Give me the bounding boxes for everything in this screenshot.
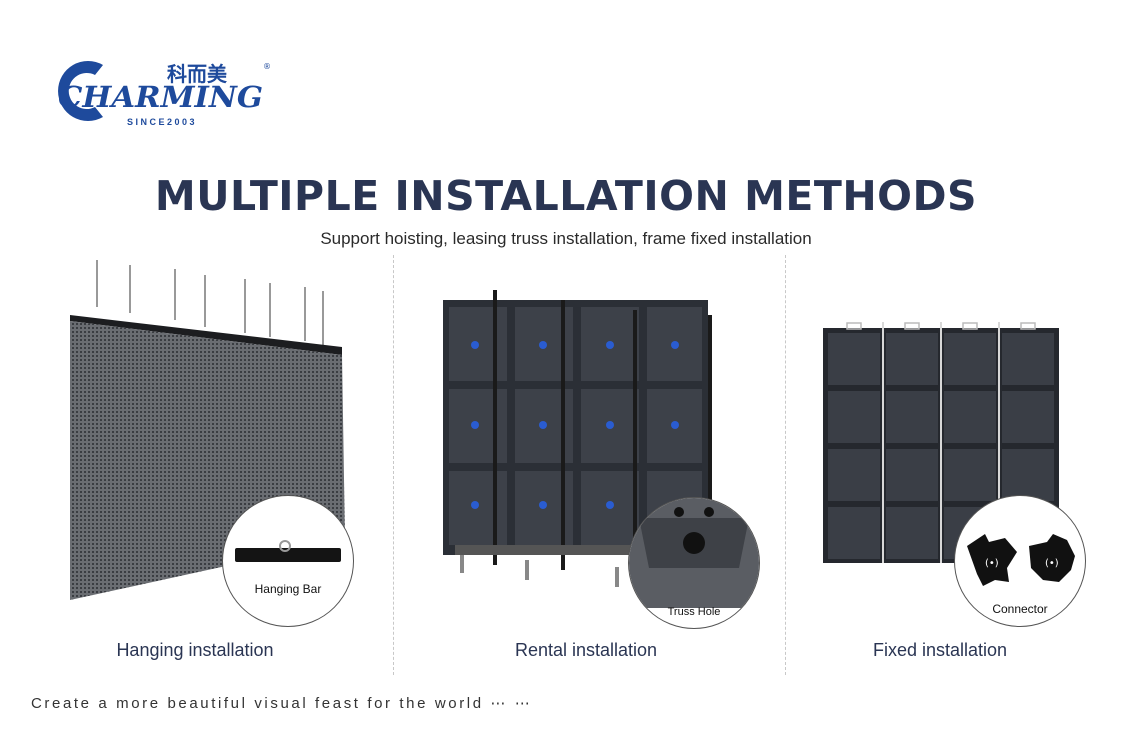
connector-label: Connector xyxy=(992,602,1048,616)
divider xyxy=(393,255,394,675)
connector-icon: (•) (•) xyxy=(967,534,1075,586)
svg-text:(•): (•) xyxy=(985,558,999,569)
fixed-installation-caption: Fixed installation xyxy=(872,640,1008,660)
truss-hole-label: Truss Hole xyxy=(667,606,721,618)
rental-installation-panel xyxy=(435,285,735,605)
page-subtitle: Support hoisting, leasing truss installa… xyxy=(320,229,812,248)
divider xyxy=(785,255,786,675)
hanging-bar-detail: Hanging Bar xyxy=(222,495,354,627)
hanging-bar-icon xyxy=(235,540,341,562)
page-title: MULTIPLE INSTALLATION METHODS xyxy=(154,172,978,220)
connector-detail: (•) (•) Connector xyxy=(954,495,1086,627)
hanging-bar-label: Hanging Bar xyxy=(254,582,322,596)
hanging-installation-caption: Hanging installation xyxy=(116,640,274,660)
logo-registered: ® xyxy=(263,62,271,71)
tagline: Create a more beautiful visual feast for… xyxy=(31,695,533,712)
rental-truss-wall-image xyxy=(443,290,712,587)
brand-logo: 科而美 ® CHARMING SINCE2003 xyxy=(58,61,271,127)
logo-wordmark: CHARMING xyxy=(58,80,263,114)
rental-installation-caption: Rental installation xyxy=(514,640,658,660)
svg-text:(•): (•) xyxy=(1045,558,1059,569)
truss-hole-icon xyxy=(629,498,759,608)
logo-chinese: 科而美 xyxy=(167,62,228,86)
logo-since: SINCE2003 xyxy=(127,117,197,127)
truss-hole-detail: Truss Hole xyxy=(628,497,760,629)
